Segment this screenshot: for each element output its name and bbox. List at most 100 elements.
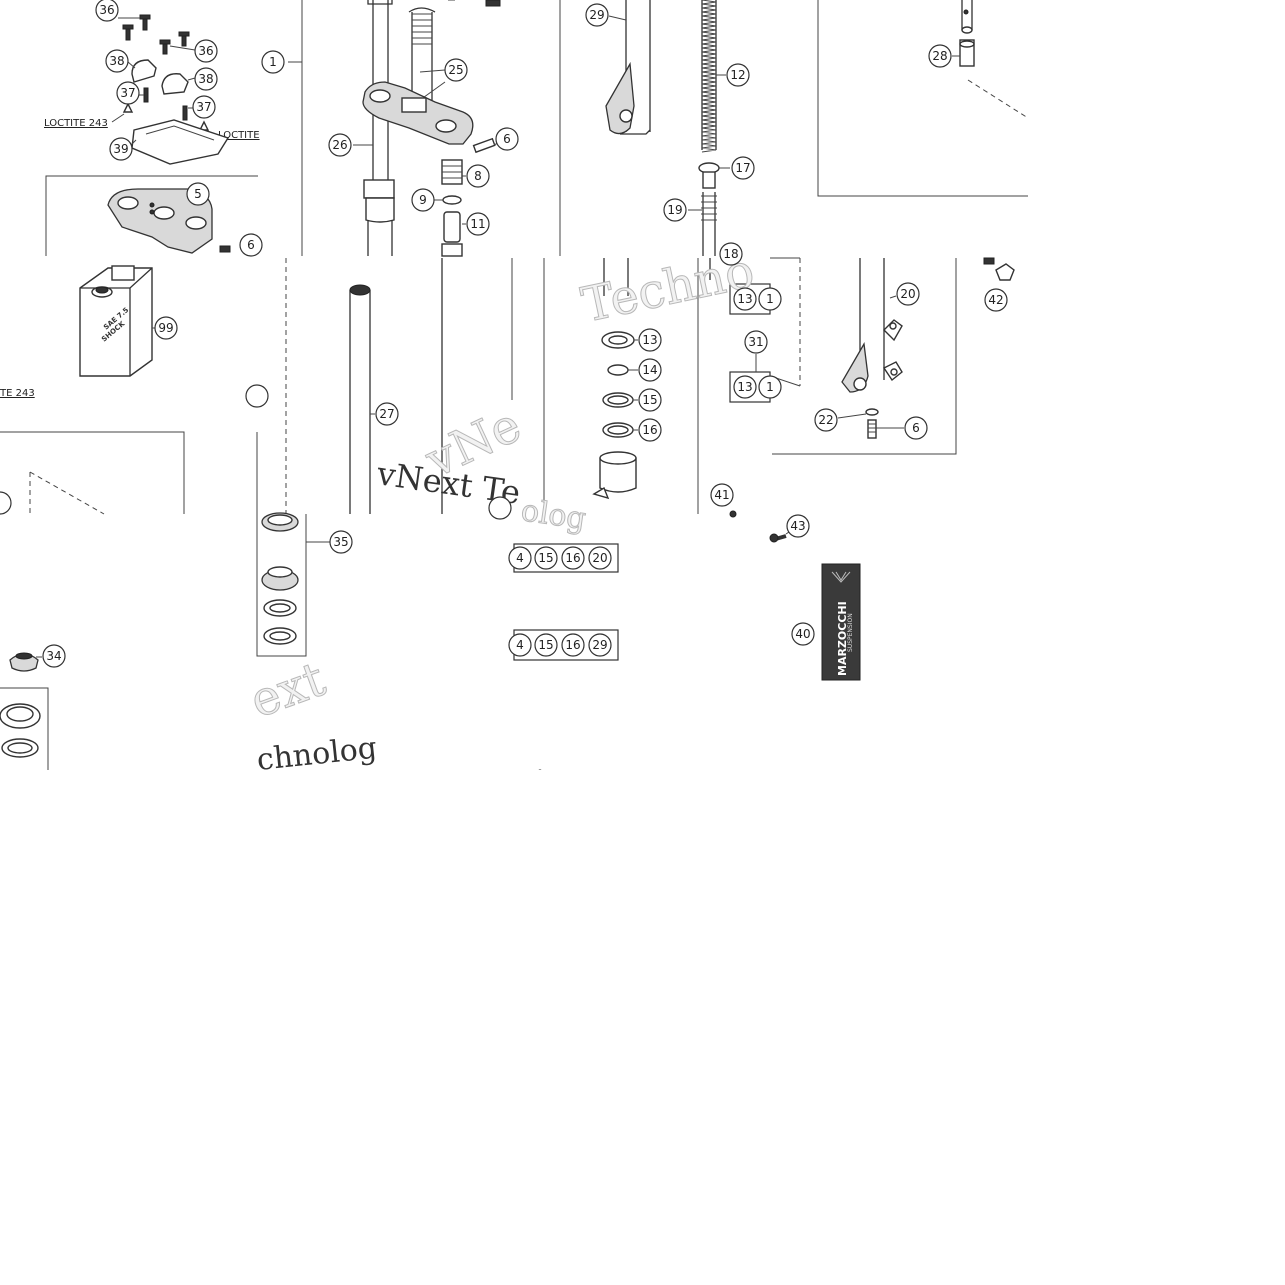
- svg-text:4: 4: [516, 551, 524, 565]
- kit-callout: 29: [588, 633, 612, 657]
- callout-28: 28: [928, 44, 952, 68]
- callout-11: 11: [466, 212, 490, 236]
- loctite-label: LOCTITE 243: [44, 118, 108, 129]
- svg-text:18: 18: [723, 247, 738, 261]
- svg-text:38: 38: [198, 72, 213, 86]
- rod-thread-19: [701, 195, 717, 221]
- svg-text:15: 15: [538, 638, 553, 652]
- svg-text:42: 42: [988, 293, 1003, 307]
- clamp-base-39: [131, 119, 230, 165]
- svg-text:MARZOCCHI: MARZOCCHI: [836, 601, 849, 676]
- callout-8: 8: [466, 164, 490, 188]
- bolt-6: [867, 419, 877, 439]
- svg-text:41: 41: [714, 488, 729, 502]
- svg-text:26: 26: [332, 138, 347, 152]
- loctite-label: TE 243: [0, 388, 35, 399]
- callout-40: 40: [791, 622, 815, 646]
- svg-text:29: 29: [589, 8, 604, 22]
- callout-36: 36: [194, 39, 218, 63]
- bolt-42: [995, 263, 1015, 281]
- callout-fragment: [0, 491, 12, 515]
- svg-text:99: 99: [158, 321, 173, 335]
- callout-99: 99: [154, 316, 178, 340]
- callout-35: 35: [329, 530, 353, 554]
- callout-14: 14: [638, 358, 662, 382]
- svg-text:6: 6: [503, 132, 511, 146]
- svg-text:16: 16: [565, 551, 580, 565]
- bolt-36: [122, 14, 190, 55]
- svg-text:36: 36: [99, 3, 114, 17]
- svg-text:16: 16: [642, 423, 657, 437]
- callout-29: 29: [585, 3, 609, 27]
- svg-text:37: 37: [120, 86, 135, 100]
- callout-15: 15: [638, 388, 662, 412]
- callout-26: 26: [328, 133, 352, 157]
- callout-6: 6: [495, 127, 519, 151]
- tile-mid-right: [592, 257, 1015, 514]
- callout-13: 13: [638, 328, 662, 352]
- spacer-11: [443, 211, 461, 243]
- svg-text:19: 19: [667, 203, 682, 217]
- washer-22: [865, 408, 879, 416]
- marzocchi-decal-40: MARZOCCHI SUSPENSION: [821, 563, 861, 681]
- kit-callout: 13: [733, 375, 757, 399]
- svg-text:40: 40: [795, 627, 810, 641]
- callout-5: 5: [186, 182, 210, 206]
- svg-text:31: 31: [748, 335, 763, 349]
- callout-31: 31: [744, 330, 768, 354]
- svg-text:13: 13: [642, 333, 657, 347]
- svg-text:4: 4: [516, 638, 524, 652]
- tile-mid-left: SAE 7.5 SHOCK TE 243: [0, 258, 545, 515]
- tile-lower-left: [0, 512, 330, 770]
- bolt-43: [769, 529, 793, 543]
- clamp-38: [161, 73, 189, 95]
- svg-text:27: 27: [379, 407, 394, 421]
- callout-43: 43: [786, 514, 810, 538]
- callout-38: 38: [194, 67, 218, 91]
- callout-17: 17: [731, 156, 755, 180]
- svg-text:12: 12: [730, 68, 745, 82]
- callout-34: 34: [42, 644, 66, 668]
- callout-6: 6: [904, 416, 928, 440]
- loctite-label: LOCTITE: [218, 130, 260, 141]
- callout-1: 1: [261, 50, 285, 74]
- kit-callout: 15: [534, 633, 558, 657]
- tile-top-left: LOCTITE 243 LOCTITE: [44, 0, 503, 257]
- callout-16: 16: [638, 418, 662, 442]
- kit-callout: 15: [534, 546, 558, 570]
- svg-text:15: 15: [538, 551, 553, 565]
- svg-text:16: 16: [565, 638, 580, 652]
- callout-9: 9: [411, 188, 435, 212]
- svg-text:35: 35: [333, 535, 348, 549]
- svg-text:38: 38: [109, 54, 124, 68]
- kit-callout: 4: [508, 546, 532, 570]
- callout-18: 18: [719, 242, 743, 266]
- callout-19: 19: [663, 198, 687, 222]
- callout-22: 22: [814, 408, 838, 432]
- svg-text:36: 36: [198, 44, 213, 58]
- kit-callout: 20: [588, 546, 612, 570]
- svg-text:39: 39: [113, 142, 128, 156]
- callout-25: 25: [444, 58, 468, 82]
- svg-text:11: 11: [470, 217, 485, 231]
- kit-labels: 13 1 13 1 4 15 16 20 4 15 16 29: [508, 287, 782, 657]
- callout-41: 41: [710, 483, 734, 507]
- svg-text:1: 1: [766, 292, 774, 306]
- svg-text:olog: olog: [519, 493, 588, 537]
- callout-6: 6: [239, 233, 263, 257]
- svg-text:9: 9: [419, 193, 427, 207]
- svg-text:37: 37: [196, 100, 211, 114]
- svg-text:5: 5: [194, 187, 202, 201]
- tile-top-middle: [559, 0, 1029, 256]
- callouts: 36 36 38 38 37 37 39 5 6 1 25 26 6 8 9 1…: [42, 0, 1008, 668]
- kit-callout: 4: [508, 633, 532, 657]
- svg-text:20: 20: [592, 551, 607, 565]
- svg-text:6: 6: [247, 238, 255, 252]
- kit-callout: 16: [561, 633, 585, 657]
- svg-text:8: 8: [474, 169, 482, 183]
- svg-text:SUSPENSION: SUSPENSION: [847, 613, 854, 652]
- o-ring-9: [442, 195, 462, 205]
- tube-27-top: [349, 284, 371, 296]
- svg-text:22: 22: [818, 413, 833, 427]
